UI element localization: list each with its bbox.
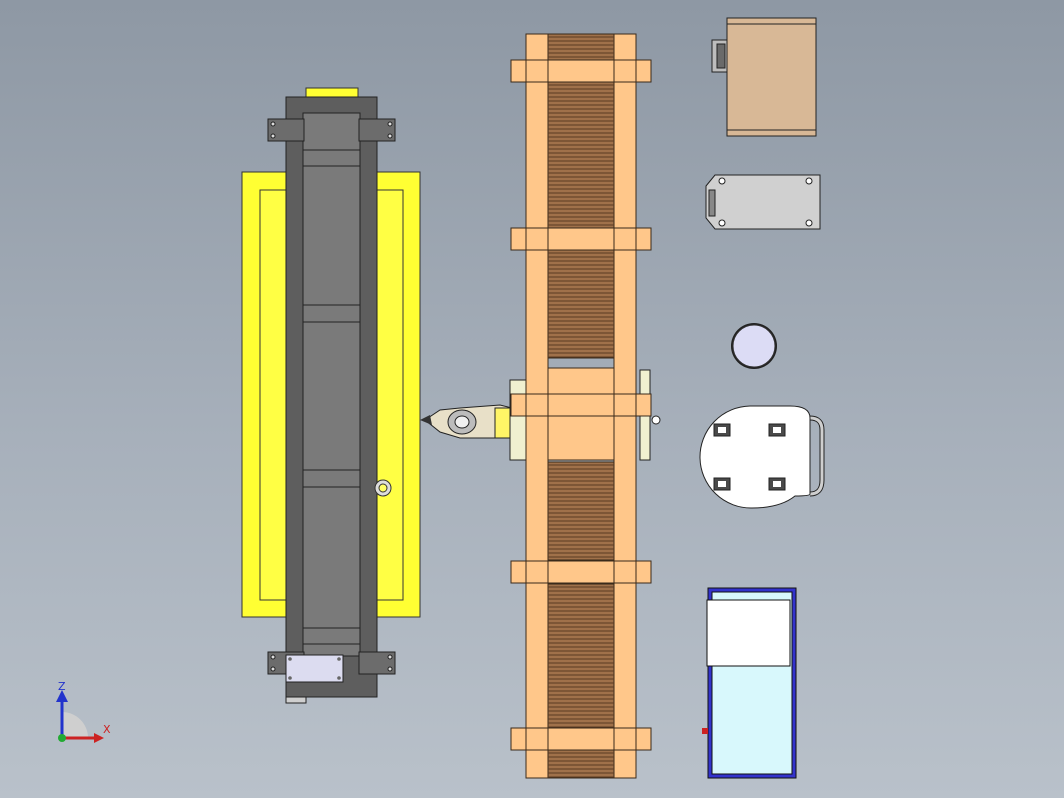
- storage-bin-part[interactable]: [702, 587, 797, 779]
- channel-dividers: [303, 149, 360, 645]
- label-plate: [285, 654, 344, 683]
- round-fixture-part[interactable]: [699, 405, 825, 509]
- cross-braces: [510, 59, 652, 751]
- mounting-plate-part[interactable]: [705, 174, 821, 230]
- tan-box-part[interactable]: [711, 17, 817, 137]
- triad-z-label: Z: [58, 680, 66, 693]
- machine-assembly[interactable]: [241, 87, 421, 704]
- roller-bed: [547, 81, 615, 229]
- cross-brace: [510, 727, 652, 751]
- roller-sections: [547, 33, 615, 779]
- roller-bed: [547, 461, 615, 561]
- top-mount-brackets: [267, 118, 396, 142]
- roller-bed: [547, 249, 615, 359]
- cross-brace: [510, 393, 652, 417]
- cross-brace: [510, 560, 652, 584]
- disc-part[interactable]: [731, 323, 777, 369]
- machine-channel: [302, 112, 361, 657]
- triad-x-label: X: [103, 723, 111, 736]
- roller-bed: [547, 33, 615, 61]
- roller-bed: [547, 749, 615, 779]
- conveyor[interactable]: [510, 33, 652, 779]
- cross-brace: [510, 227, 652, 251]
- roller-bed: [547, 583, 615, 729]
- cross-brace: [510, 59, 652, 83]
- view-orientation-triad-icon[interactable]: Z X: [56, 680, 111, 743]
